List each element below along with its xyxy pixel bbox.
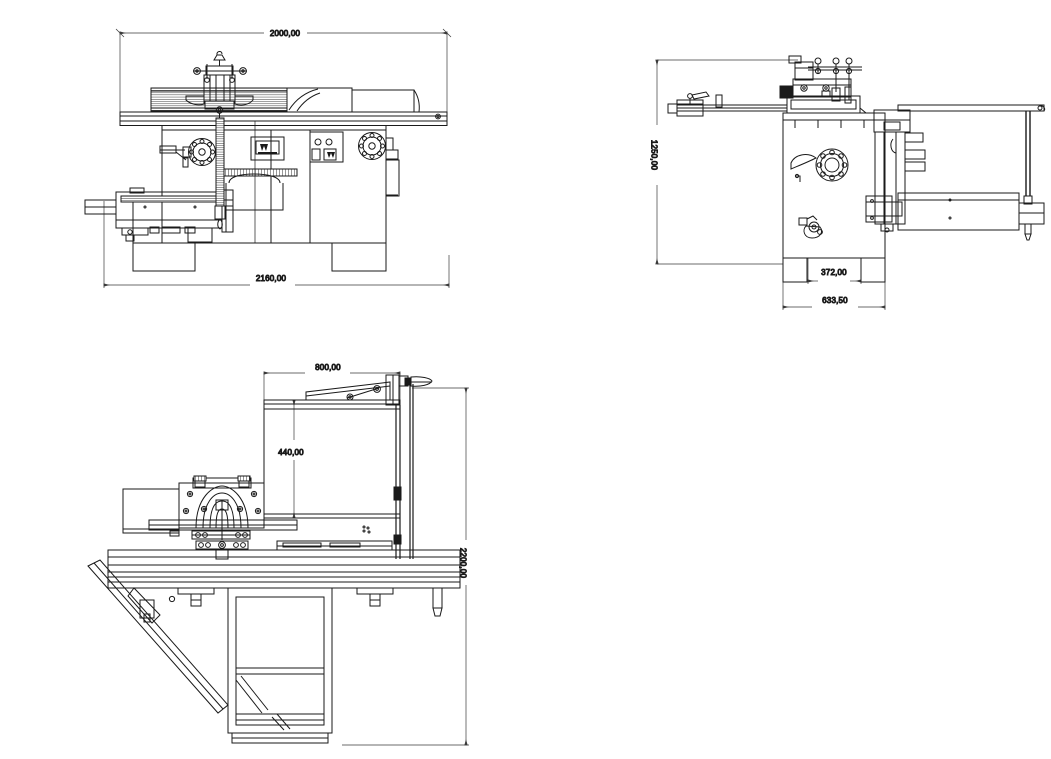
side-elevation-view: 1250,00 372,00 633,50 [649,55,1046,310]
dimension-label-2160: 2160,00 [256,274,287,283]
dimension-label-1250: 1250,00 [650,140,659,171]
dimension-label-800: 800,00 [315,363,341,372]
front-spindle-guard [185,51,254,118]
front-left-handwheel [159,138,216,168]
dimension-label-372: 372,00 [821,268,847,277]
front-elevation-view: 2000,00 2160,00 [84,28,452,288]
plan-lower-cabinet [227,587,333,744]
front-table-assembly [119,111,448,126]
side-fence-assembly [779,55,862,114]
dimension-2200 [342,387,469,746]
plan-guide-rails [393,384,414,559]
plan-top-view: 800,00 440,00 2200,00 [87,363,469,746]
front-sliding-fence [150,87,288,112]
side-sliding-carriage [859,107,926,233]
side-machine-body [782,112,886,283]
side-sliding-table [897,104,1046,241]
plan-support-strut [87,559,229,714]
front-right-handwheel [358,132,399,160]
dimension-label-633: 633,50 [822,296,848,305]
front-guard-column [214,117,234,230]
plan-guard-arm [305,374,433,406]
dimension-2000 [115,28,452,115]
front-feeder-carriage [84,187,234,243]
plan-table-legs [177,587,443,617]
dimension-label-440: 440,00 [278,448,304,457]
side-lock-device [798,215,823,239]
side-spindle-handwheel [790,148,849,182]
dimension-1250 [655,59,798,265]
dimension-label-2200: 2200,00 [459,548,468,579]
plan-table-beam [107,549,461,589]
front-control-panel [250,131,344,163]
dimension-label-2000: 2000,00 [270,29,301,38]
front-chip-hood [286,87,420,113]
dimension-2160 [103,201,450,288]
plan-fence-plate [263,399,401,519]
front-motor-housing [225,173,284,211]
side-fence-rail-left [667,91,788,117]
front-vent-grille [221,168,298,177]
plan-left-body [122,488,180,537]
